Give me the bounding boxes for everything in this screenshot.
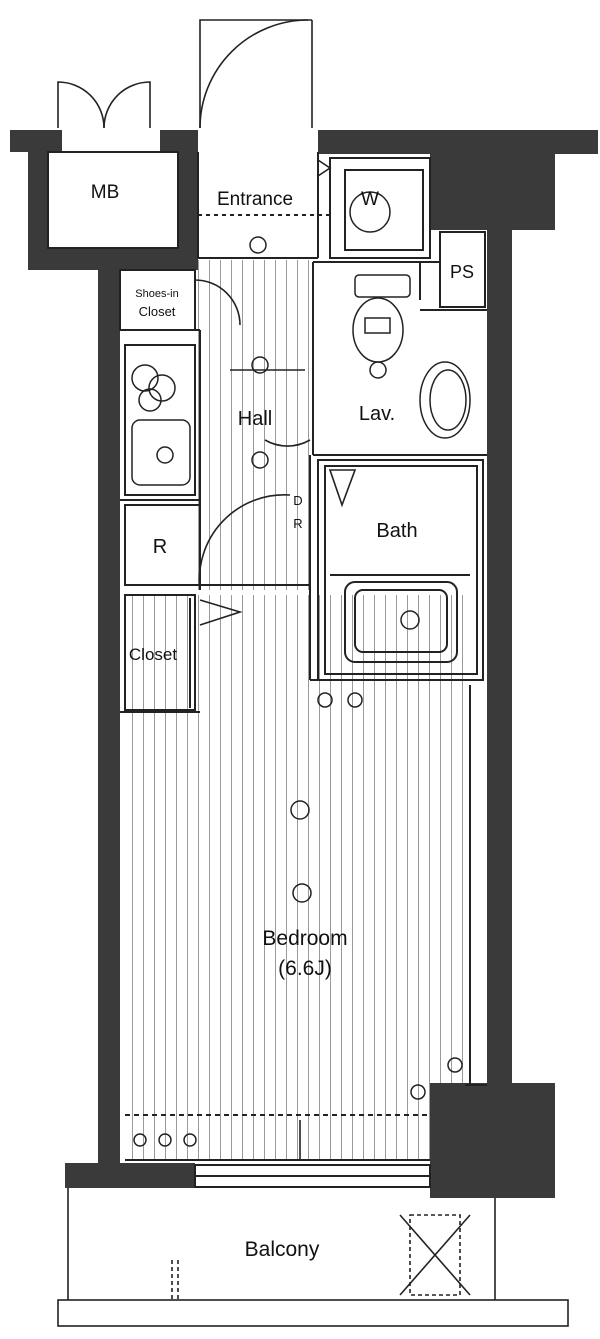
floor-pattern — [125, 260, 470, 1160]
room-labels: MB Entrance W PS Shoes-in Closet Hall La… — [91, 182, 474, 1261]
label-shoes-in: Shoes-in — [135, 288, 178, 300]
label-closet: Closet — [129, 645, 177, 664]
walls — [10, 130, 598, 1198]
label-lav: Lav. — [359, 403, 395, 425]
label-w: W — [361, 189, 379, 210]
balcony — [57, 1188, 569, 1327]
label-balcony: Balcony — [245, 1238, 320, 1261]
doors — [57, 19, 357, 1160]
label-bedroom-size: (6.6J) — [278, 957, 332, 980]
label-bath: Bath — [376, 520, 417, 542]
interior-walls — [47, 151, 487, 1188]
fixtures — [131, 191, 471, 1147]
label-shoes-closet: Closet — [139, 304, 176, 319]
label-entrance: Entrance — [217, 189, 293, 210]
label-bedroom: Bedroom — [262, 927, 347, 950]
label-d: D — [293, 493, 302, 508]
label-r: R — [153, 536, 167, 558]
label-hall: Hall — [238, 408, 272, 430]
label-dr-r: R — [293, 516, 302, 531]
label-mb: MB — [91, 182, 120, 203]
label-ps: PS — [450, 262, 474, 282]
